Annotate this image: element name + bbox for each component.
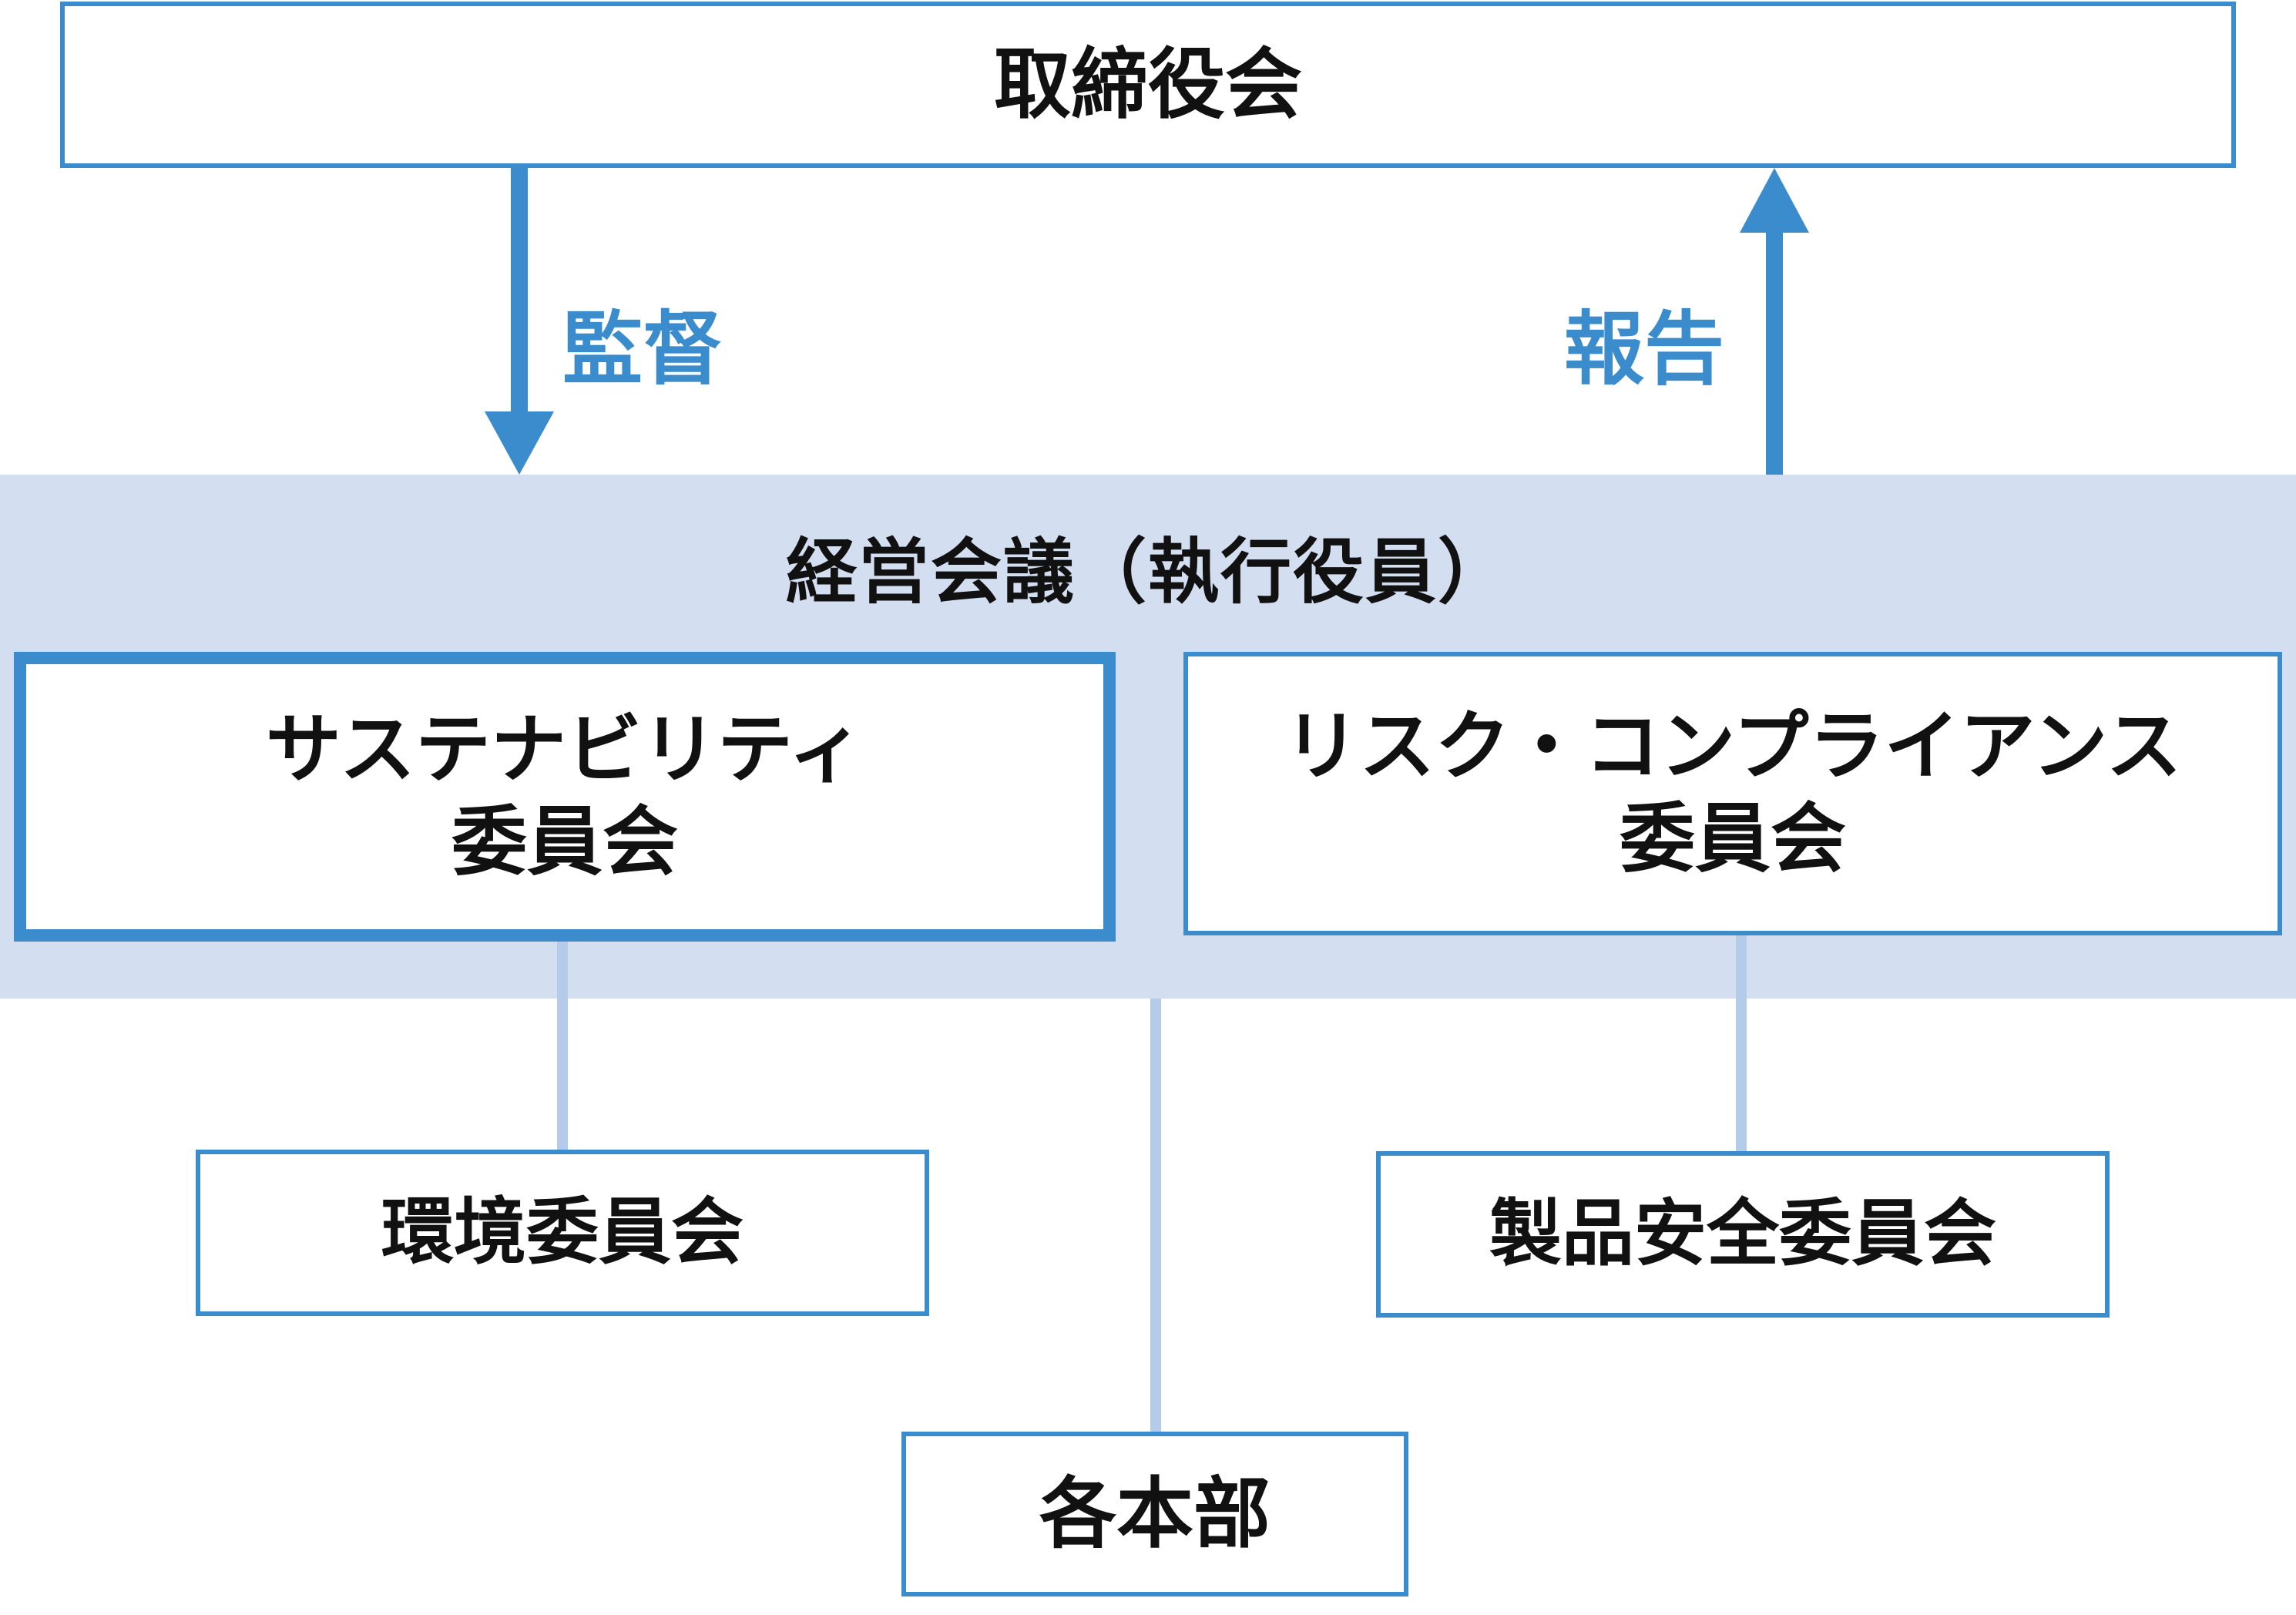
risk-compliance-committee-box: リスク・コンプライアンス 委員会	[1183, 652, 2282, 935]
environment-committee-label: 環境委員会	[381, 1190, 744, 1274]
product-safety-committee-box: 製品安全委員会	[1376, 1151, 2110, 1318]
board-of-directors-label: 取締役会	[994, 39, 1302, 129]
supervise-arrow	[485, 165, 554, 475]
product-safety-committee-label: 製品安全委員会	[1489, 1191, 1996, 1276]
environment-committee-box: 環境委員会	[196, 1150, 929, 1316]
supervise-label: 監督	[562, 302, 723, 396]
board-of-directors-box: 取締役会	[60, 2, 2236, 168]
sustainability-committee-label: サステナビリティ 委員会	[266, 704, 864, 888]
sustainability-committee-line2: 委員会	[451, 798, 678, 886]
risk-compliance-committee-line1: リスク・コンプライアンス	[1284, 703, 2182, 791]
risk-compliance-committee-label: リスク・コンプライアンス 委員会	[1284, 701, 2181, 885]
report-label: 報告	[1564, 302, 1725, 396]
divisions-label: 各本部	[1039, 1469, 1271, 1559]
sustainability-committee-box: サステナビリティ 委員会	[14, 652, 1116, 942]
sustainability-committee-line1: サステナビリティ	[265, 706, 864, 794]
connector-risk-productsafety	[1736, 935, 1747, 1151]
connector-band-divisions	[1150, 999, 1161, 1432]
executive-meeting-title: 経営会議（執行役員）	[785, 531, 1510, 613]
connector-sustainability-environment	[557, 942, 568, 1150]
risk-compliance-committee-line2: 委員会	[1619, 795, 1846, 883]
divisions-box: 各本部	[901, 1432, 1408, 1597]
report-arrow	[1740, 168, 1809, 475]
